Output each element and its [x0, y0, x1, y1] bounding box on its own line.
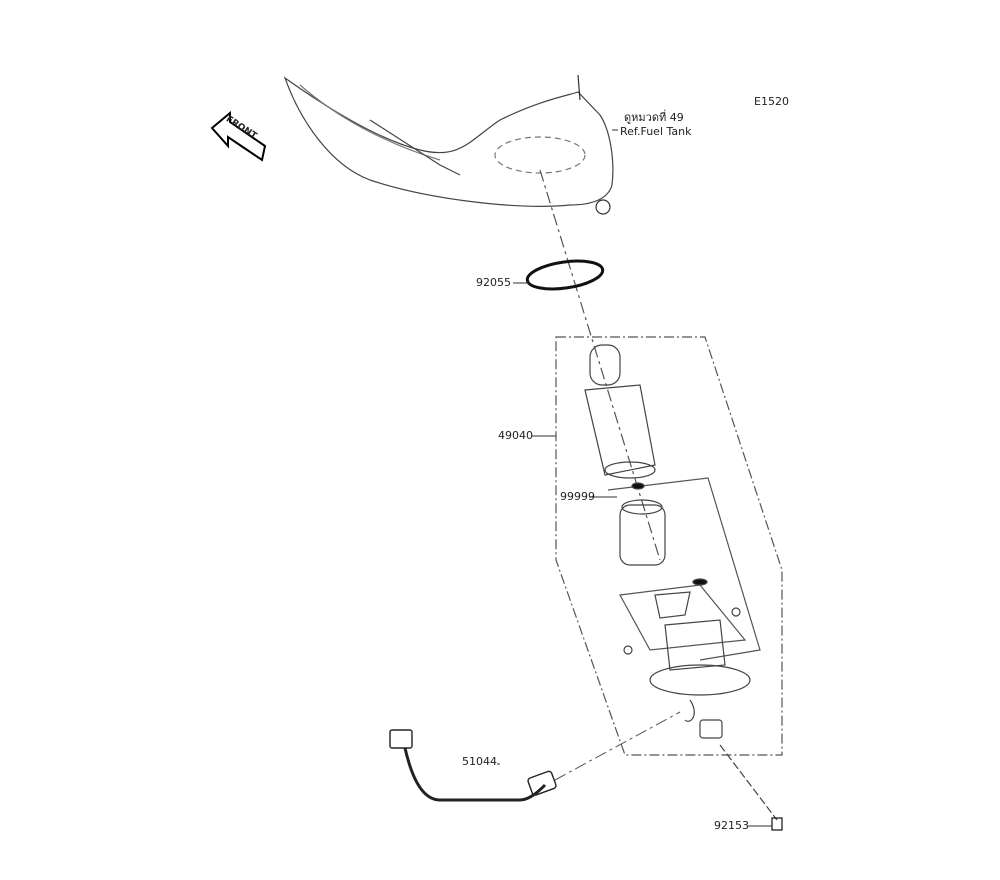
fuel-tank-drawing: [283, 74, 614, 215]
wire-harness-drawing: [389, 711, 681, 802]
reference-fuel-tank[interactable]: Ref.Fuel Tank: [620, 125, 692, 138]
part-number-92055[interactable]: 92055: [476, 276, 511, 289]
part-number-51044[interactable]: 51044: [462, 755, 497, 768]
part-number-49040[interactable]: 49040: [498, 429, 533, 442]
o-ring-92055: [525, 259, 605, 291]
reference-thai: ดูหมวดที่ 49: [624, 111, 684, 124]
part-number-92153[interactable]: 92153: [714, 819, 749, 832]
diagram-code: E1520: [754, 95, 789, 108]
fuel-pump-drawing: [584, 344, 783, 831]
part-number-99999[interactable]: 99999: [560, 490, 595, 503]
front-arrow-icon: [210, 110, 267, 162]
